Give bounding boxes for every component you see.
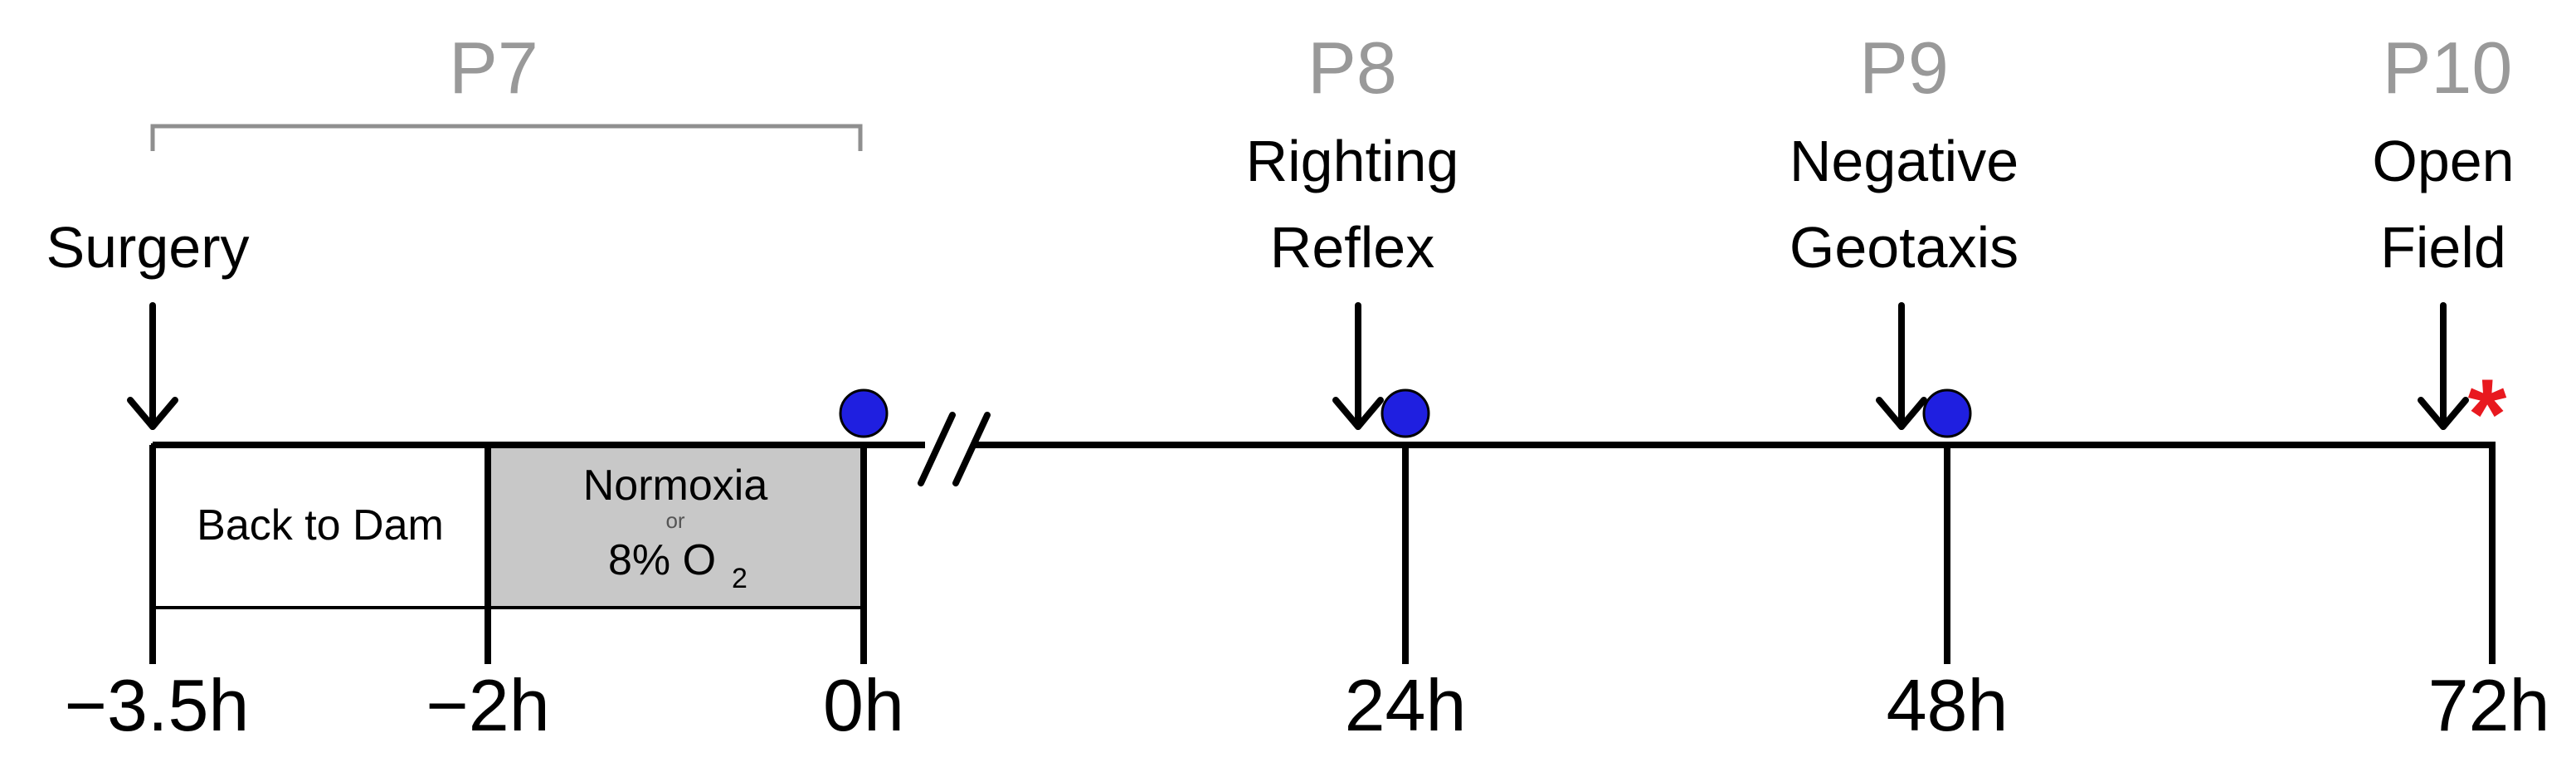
event-label-negative-line1: Negative xyxy=(1790,129,2018,193)
hypoxia-box xyxy=(486,443,865,609)
event-label-open-line2: Field xyxy=(2380,215,2506,280)
asterisk-marker: * xyxy=(2468,359,2507,470)
tick-label-minus-2h: −2h xyxy=(426,664,549,746)
arrow-righting xyxy=(1332,302,1384,430)
event-label-negative-line2: Geotaxis xyxy=(1790,215,2018,280)
dot-0h xyxy=(839,388,889,438)
tick-label-24h: 24h xyxy=(1345,664,1467,746)
event-label-open-line1: Open xyxy=(2372,129,2514,193)
tick-label-minus-3-5h: −3.5h xyxy=(65,664,250,746)
arrow-negative-geotaxis xyxy=(1876,302,1927,430)
normoxia-label: Normoxia xyxy=(583,462,768,510)
oxygen-subscript: 2 xyxy=(732,563,747,594)
event-label-righting-line2: Reflex xyxy=(1270,215,1434,280)
event-label-surgery: Surgery xyxy=(46,215,249,280)
dot-48h xyxy=(1922,388,1972,438)
dot-24h xyxy=(1381,388,1430,438)
tick-label-0h: 0h xyxy=(823,664,904,746)
axis-break xyxy=(918,412,991,486)
event-label-righting-line1: Righting xyxy=(1246,129,1459,193)
day-label-p9: P9 xyxy=(1859,27,1949,109)
p7-bracket xyxy=(150,124,863,151)
tick-label-48h: 48h xyxy=(1887,664,2009,746)
day-label-p8: P8 xyxy=(1307,27,1397,109)
or-label: or xyxy=(665,508,684,533)
back-to-dam-label: Back to Dam xyxy=(197,501,444,550)
day-label-p7: P7 xyxy=(449,27,538,109)
arrow-surgery xyxy=(127,302,178,430)
arrow-open-field xyxy=(2418,302,2469,430)
oxygen-label: 8% O xyxy=(608,536,716,584)
back-to-dam-box xyxy=(151,443,489,609)
tick-label-72h: 72h xyxy=(2428,664,2550,746)
day-label-p10: P10 xyxy=(2383,27,2513,109)
